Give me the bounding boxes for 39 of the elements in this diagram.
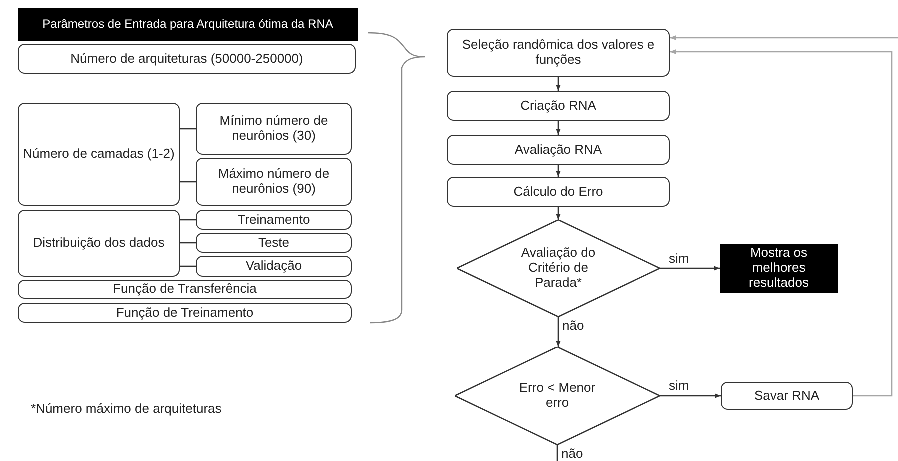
- arrow: [556, 317, 561, 347]
- parameter-box: Teste: [196, 233, 352, 253]
- connector-line: [180, 266, 196, 268]
- arrow: [556, 77, 561, 91]
- connector-line: [556, 445, 558, 461]
- connector-line: [180, 242, 196, 244]
- arrow: [556, 207, 561, 220]
- parameter-box: Máximo número de neurônios (90): [196, 158, 352, 206]
- parameter-box: Treinamento: [196, 210, 352, 230]
- parameter-box: Validação: [196, 256, 352, 277]
- connector-line: [180, 219, 196, 221]
- process-box: Criação RNA: [447, 91, 670, 121]
- parameter-box: Número de arquiteturas (50000-250000): [18, 44, 356, 74]
- decision-diamond: Avaliação do Critério de Parada*: [457, 220, 660, 317]
- edge-label: não: [562, 319, 586, 334]
- process-box: Savar RNA: [721, 382, 853, 410]
- connector-line: [180, 128, 196, 130]
- edge-label: sim: [668, 379, 690, 394]
- arrow: [660, 266, 720, 271]
- connector-line: [180, 181, 196, 183]
- result-box: Mostra os melhores resultados: [720, 244, 838, 293]
- decision-diamond: Erro < Menor erro: [455, 347, 660, 445]
- arrow: [670, 50, 893, 397]
- arrow: [670, 36, 898, 40]
- header-box: Parâmetros de Entrada para Arquitetura ótima da RNA: [18, 8, 358, 41]
- parameter-box: Mínimo número de neurônios (30): [196, 103, 352, 155]
- process-box: Cálculo do Erro: [447, 177, 670, 207]
- edge-label: sim: [668, 252, 690, 266]
- process-box: Seleção randômica dos valores e funções: [447, 29, 670, 77]
- arrow: [556, 121, 561, 135]
- arrow: [660, 394, 721, 398]
- parameter-box: Função de Transferência: [18, 280, 352, 299]
- parameter-box: Função de Treinamento: [18, 303, 352, 323]
- edge-label: não: [560, 447, 584, 461]
- process-box: Avaliação RNA: [447, 135, 670, 165]
- arrow: [556, 165, 561, 177]
- footnote: *Número máximo de arquiteturas: [30, 402, 223, 416]
- parameter-box: Número de camadas (1-2): [18, 103, 180, 206]
- parameter-box: Distribuição dos dados: [18, 210, 180, 277]
